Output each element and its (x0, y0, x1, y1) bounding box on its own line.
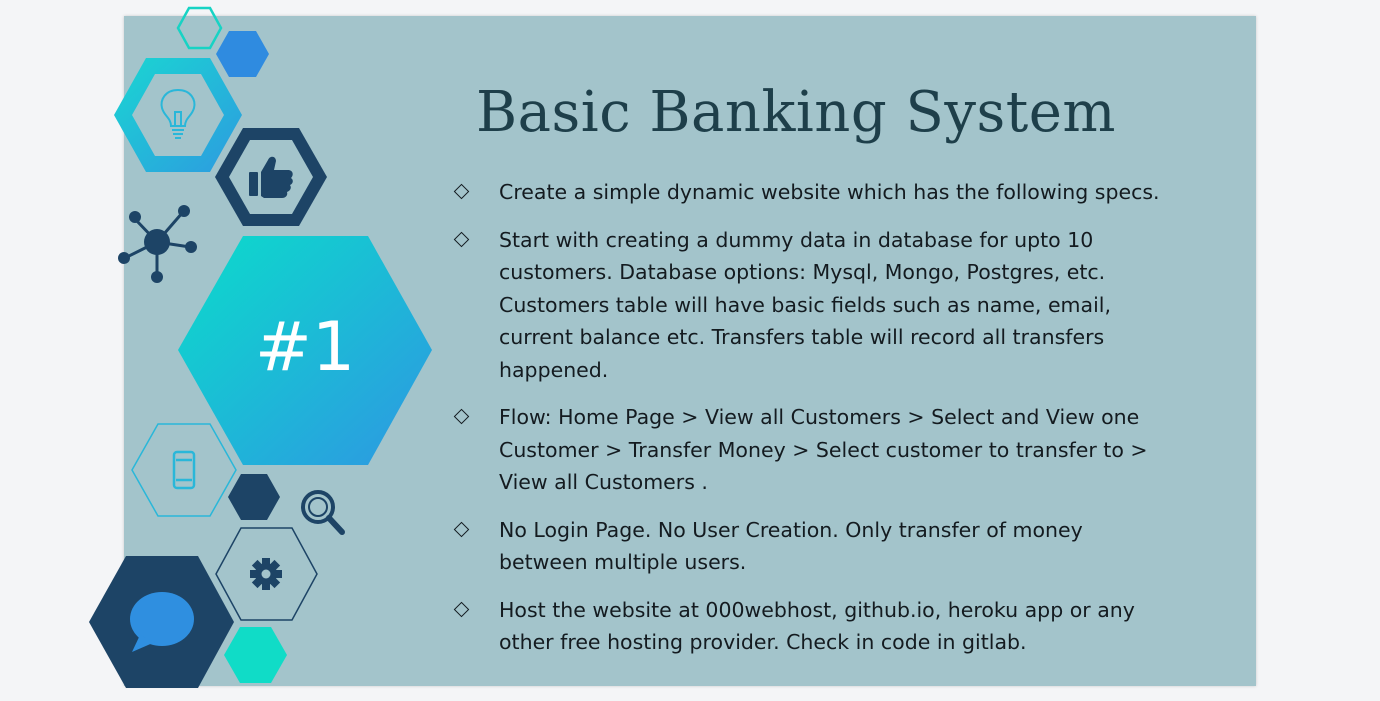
list-item: Host the website at 000webhost, github.i… (452, 594, 1172, 659)
list-item: No Login Page. No User Creation. Only tr… (452, 514, 1172, 579)
diamond-bullet-icon (453, 183, 470, 200)
badge-number: #1 (254, 308, 356, 387)
list-item-text: Create a simple dynamic website which ha… (499, 180, 1160, 204)
list-item-text: Host the website at 000webhost, github.i… (499, 597, 1135, 655)
list-item: Flow: Home Page > View all Customers > S… (452, 401, 1172, 499)
list-item-text: No Login Page. No User Creation. Only tr… (499, 517, 1083, 575)
page-title: Basic Banking System (476, 80, 1116, 145)
list-item: Create a simple dynamic website which ha… (452, 176, 1172, 209)
diamond-bullet-icon (453, 408, 470, 425)
list-item: Start with creating a dummy data in data… (452, 224, 1172, 387)
diamond-bullet-icon (453, 601, 470, 617)
list-item-text: Start with creating a dummy data in data… (499, 227, 1111, 382)
diamond-bullet-icon (453, 521, 470, 537)
list-item-text: Flow: Home Page > View all Customers > S… (499, 405, 1148, 494)
spec-list: Create a simple dynamic website which ha… (452, 176, 1172, 674)
diamond-bullet-icon (453, 231, 470, 247)
